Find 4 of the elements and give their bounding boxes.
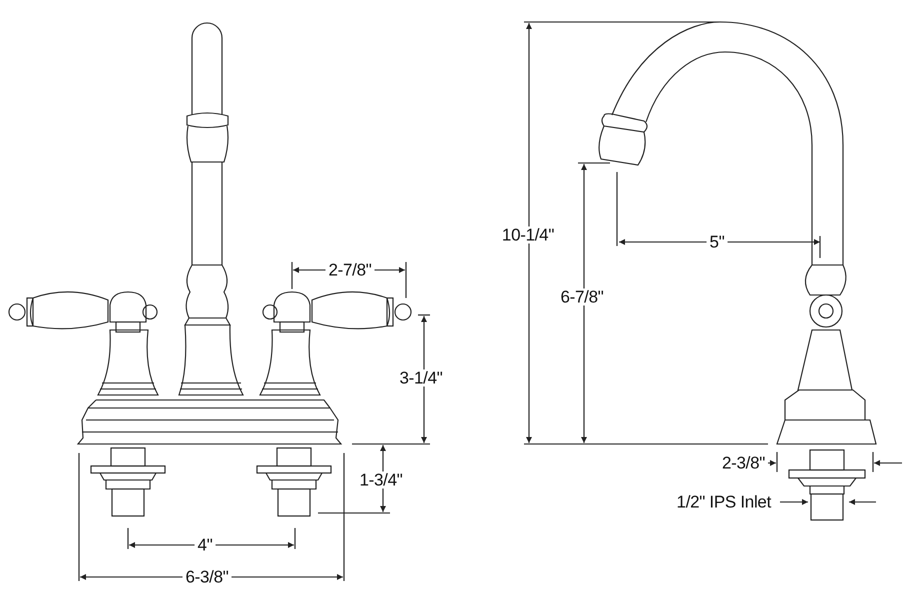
dimension-label: 4" [194,536,216,554]
dimension-label: 2-7/8" [326,262,374,278]
dimension-label: 5" [706,234,728,250]
dimension-label: 6-3/8" [182,568,232,586]
